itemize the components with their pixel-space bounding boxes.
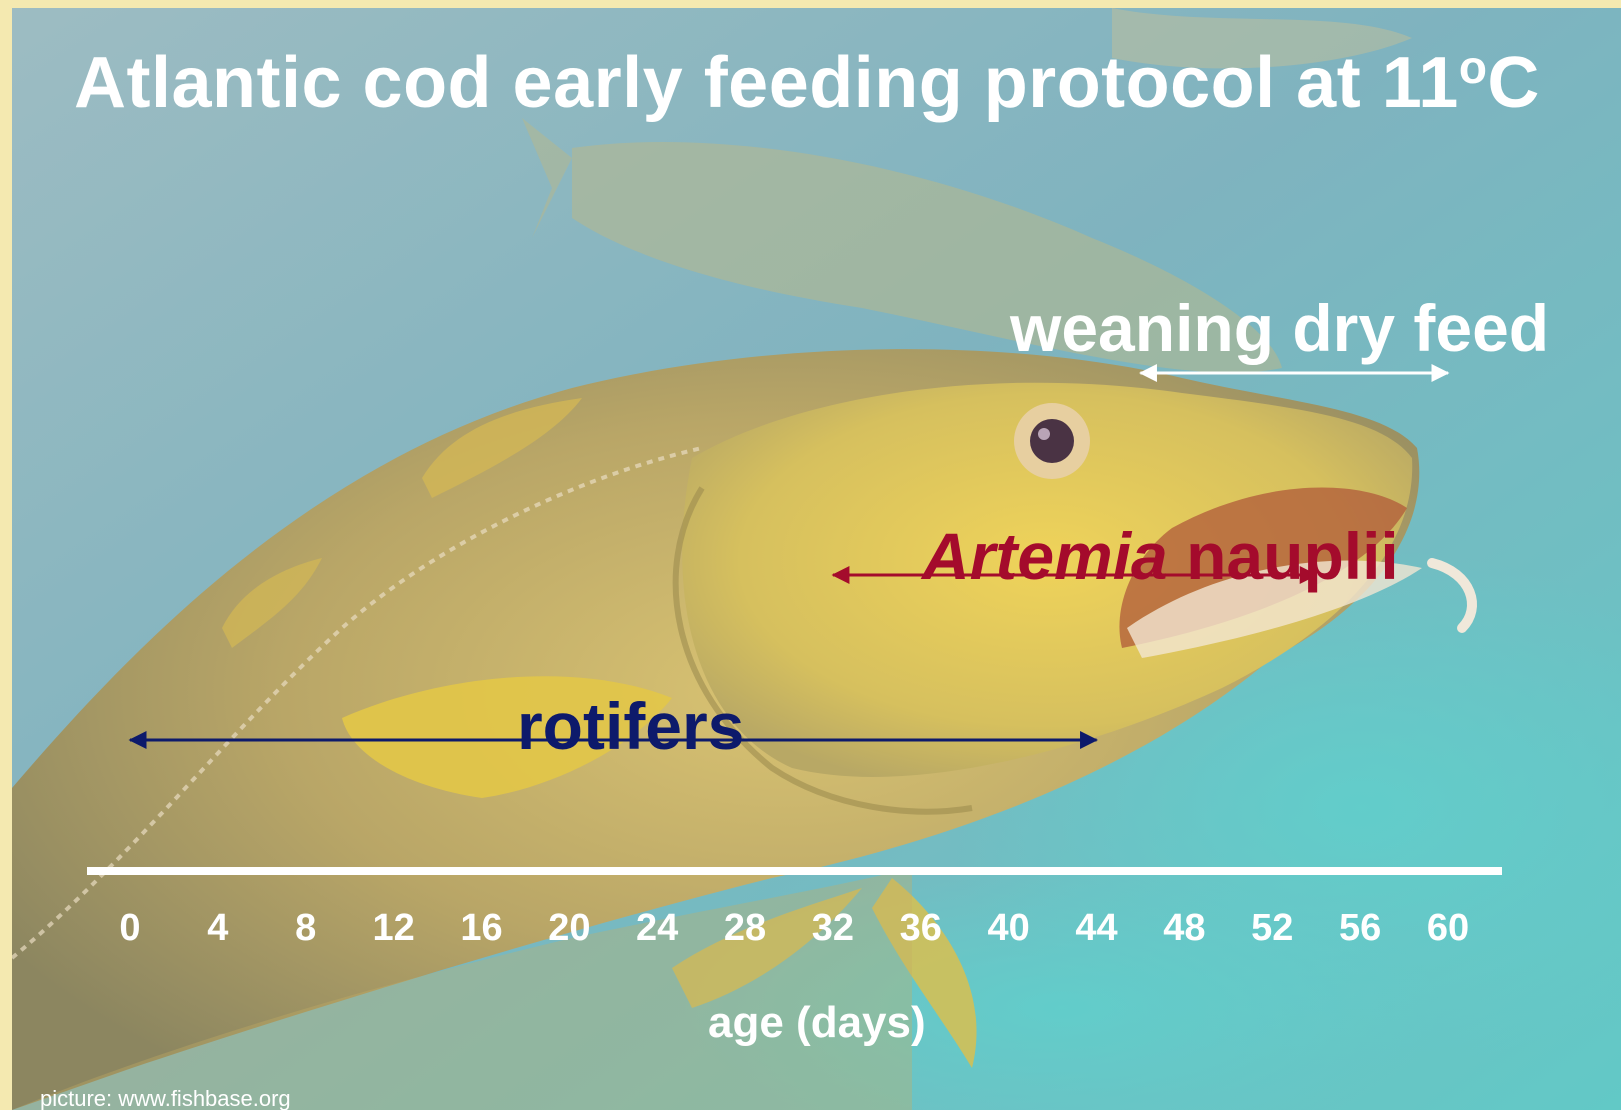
x-axis-label: age (days) — [708, 998, 926, 1048]
x-tick-label: 4 — [207, 907, 228, 949]
phase-label-artemia-italic: Artemia — [922, 519, 1168, 593]
x-tick-label: 48 — [1163, 907, 1205, 949]
x-tick-label: 36 — [900, 907, 942, 949]
x-tick-label: 0 — [119, 907, 140, 949]
photo-credit: picture: www.fishbase.org — [40, 1086, 291, 1110]
chart-title: Atlantic cod early feeding protocol at 1… — [74, 40, 1540, 124]
x-tick-label: 12 — [372, 907, 414, 949]
phase-label-artemia-nauplii: Artemia nauplii — [922, 518, 1399, 594]
chart-title-degree: o — [1459, 41, 1488, 93]
phase-label-weaning-dry-feed: weaning dry feed — [1010, 290, 1549, 366]
x-tick-label: 16 — [460, 907, 502, 949]
x-tick-label: 44 — [1075, 907, 1117, 949]
chart-title-text: Atlantic cod early feeding protocol at 1… — [74, 43, 1459, 123]
x-tick-label: 20 — [548, 907, 590, 949]
x-tick-label: 8 — [295, 907, 316, 949]
x-tick-label: 24 — [636, 907, 678, 949]
photo-frame: 04812162024283236404448525660 Atlantic c… — [12, 8, 1621, 1110]
x-tick-label: 28 — [724, 907, 766, 949]
chart-title-unit: C — [1487, 43, 1540, 123]
x-tick-label: 52 — [1251, 907, 1293, 949]
x-tick-label: 56 — [1339, 907, 1381, 949]
phase-label-nauplii: nauplii — [1186, 519, 1399, 593]
x-tick-label: 60 — [1427, 907, 1469, 949]
x-tick-label: 32 — [812, 907, 854, 949]
phase-label-rotifers: rotifers — [517, 688, 744, 764]
x-tick-label: 40 — [988, 907, 1030, 949]
x-tick-labels: 04812162024283236404448525660 — [119, 907, 1469, 949]
